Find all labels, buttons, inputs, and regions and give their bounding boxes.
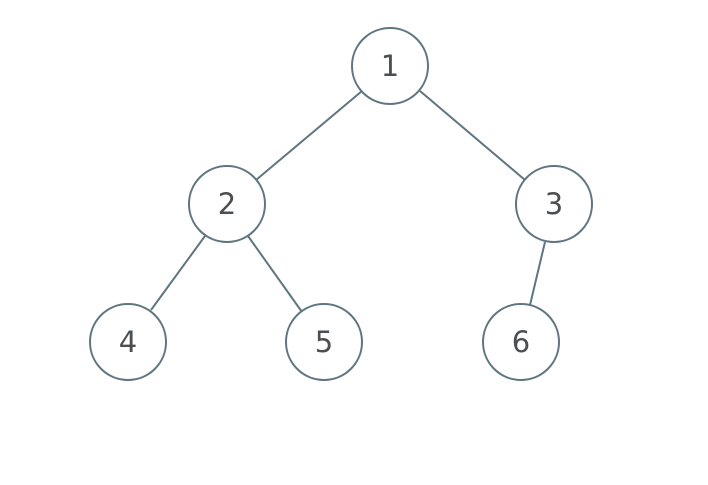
edge-2-5 (247, 235, 303, 313)
tree-node-5: 5 (285, 303, 363, 381)
edge-1-2 (255, 90, 363, 181)
edge-1-3 (419, 90, 526, 181)
node-label: 3 (545, 187, 563, 221)
tree-node-2: 2 (188, 165, 266, 243)
node-circle (188, 165, 266, 243)
tree-node-1: 1 (351, 27, 429, 105)
tree-node-4: 4 (89, 303, 167, 381)
node-label: 6 (512, 325, 530, 359)
tree-node-3: 3 (515, 165, 593, 243)
tree-edges (150, 90, 546, 313)
node-label: 5 (315, 325, 333, 359)
node-circle (285, 303, 363, 381)
edge-3-6 (529, 241, 546, 306)
node-label: 1 (381, 49, 399, 83)
node-circle (351, 27, 429, 105)
node-circle (482, 303, 560, 381)
node-circle (89, 303, 167, 381)
tree-nodes: 1 2 3 4 5 6 (89, 27, 593, 381)
edge-2-4 (150, 235, 206, 311)
node-label: 2 (218, 187, 236, 221)
node-label: 4 (119, 325, 137, 359)
node-circle (515, 165, 593, 243)
tree-node-6: 6 (482, 303, 560, 381)
